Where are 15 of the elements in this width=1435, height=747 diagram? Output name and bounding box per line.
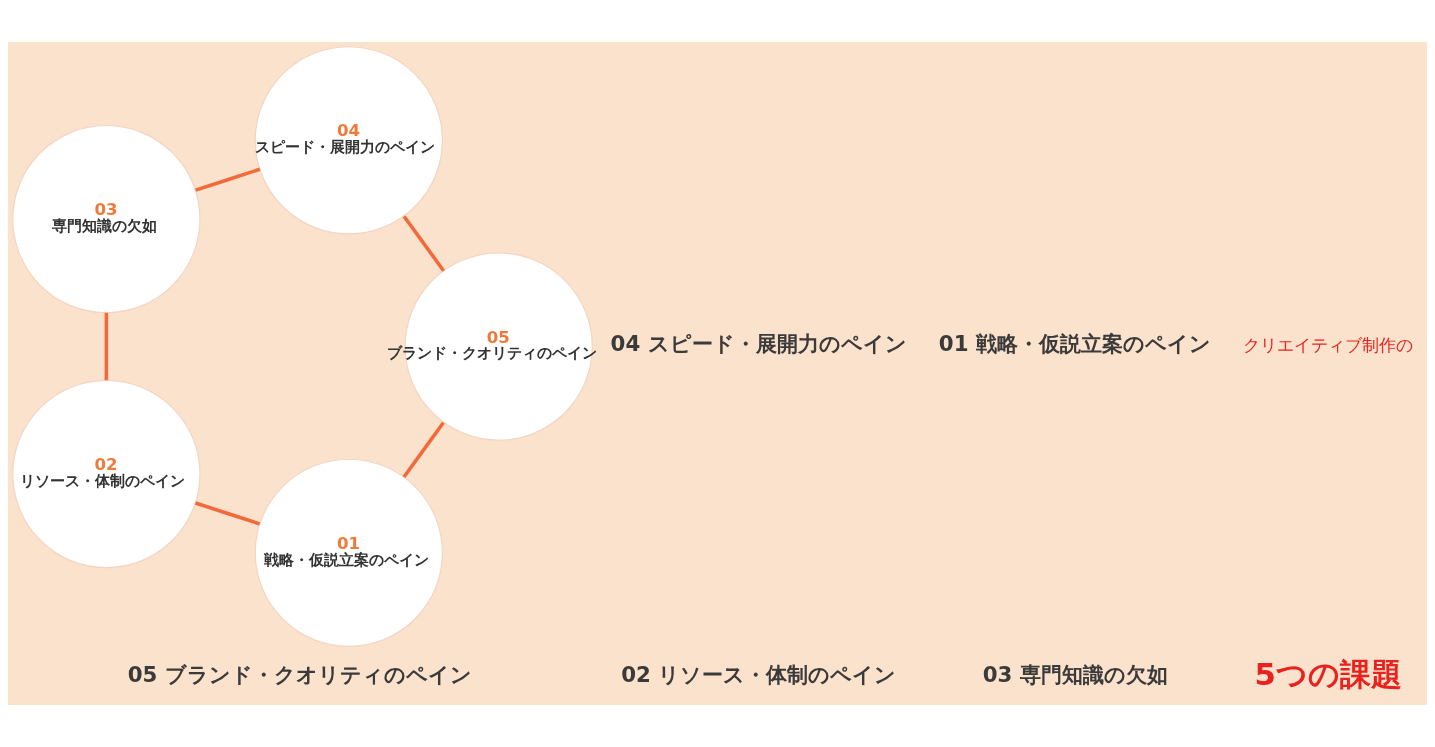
node-circle: 03 専門知識の欠如: [12, 124, 201, 314]
connector: [402, 421, 445, 478]
label: 03 専門知識の欠如: [982, 662, 1168, 688]
label: 02 リソース・体制のペイン: [621, 662, 897, 688]
connector: [194, 501, 261, 526]
connector: [402, 215, 445, 272]
connector: [195, 167, 261, 192]
label: 5つの課題: [1254, 655, 1403, 692]
node-circle: 01 戦略・仮説立案のペイン: [254, 458, 443, 647]
label: 04 スピード・展開力のペイン: [610, 330, 907, 356]
label: 01 戦略・仮説立案のペイン: [938, 330, 1211, 356]
node-circle: 04 スピード・展開力のペイン: [254, 46, 443, 235]
label: クリエイティブ制作の: [1243, 335, 1414, 355]
connector: [104, 312, 109, 381]
node-circle: 02 リソース・体制のペイン: [12, 379, 201, 569]
